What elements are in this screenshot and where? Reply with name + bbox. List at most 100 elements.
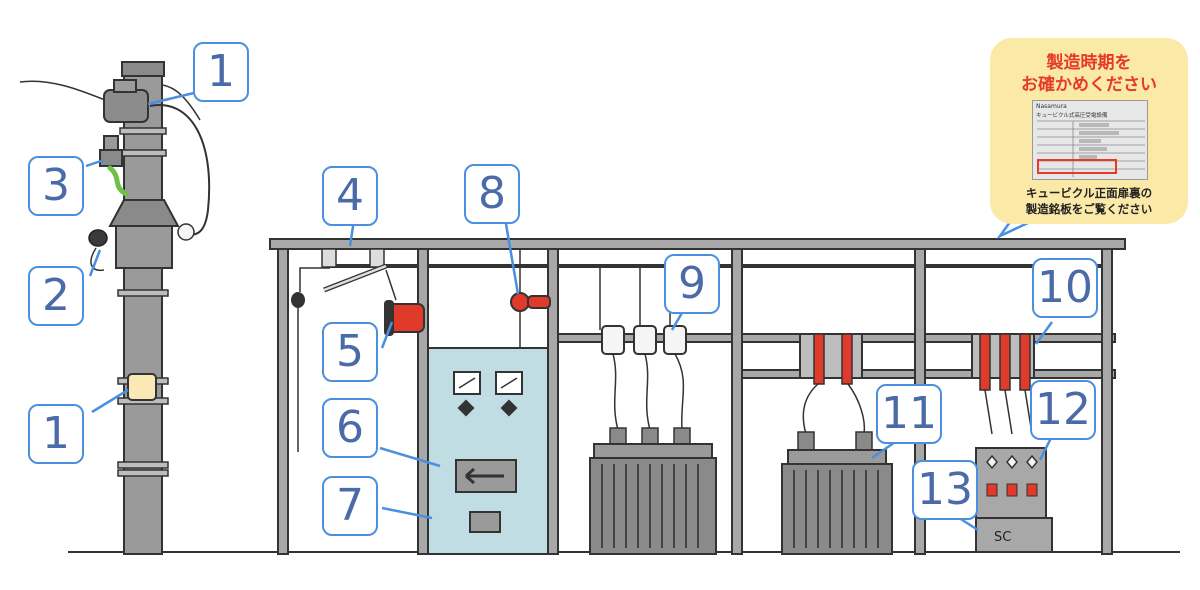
tr1-fins — [601, 464, 699, 548]
callout-5: 5 — [322, 322, 378, 382]
pole-bushing-right — [177, 223, 195, 241]
reactor-diamonds — [986, 454, 1038, 470]
arrester-lead — [299, 267, 330, 292]
vct-arm — [527, 295, 551, 309]
transformer-1-group — [589, 266, 717, 555]
lightning-arrester-top — [103, 135, 119, 151]
reactor-red-3 — [1026, 483, 1038, 497]
pole-fuse-cutout — [127, 373, 157, 401]
tr2-bushing-1 — [797, 431, 815, 451]
pole-band-7 — [117, 469, 169, 477]
callout-9: 9 — [664, 254, 720, 314]
breaker-drop-wire — [385, 269, 397, 301]
pointer-notice — [996, 220, 1031, 240]
pointer-7 — [381, 506, 433, 520]
callout-13: 13 — [912, 460, 978, 520]
notice-title-line1: 製造時期を — [1046, 53, 1132, 73]
tr1-lead-3 — [674, 353, 685, 431]
insulator-b — [369, 248, 385, 268]
pole-transformer-body — [115, 221, 173, 269]
meter-needle-left — [458, 377, 476, 389]
pole-band-6 — [117, 461, 169, 469]
cap-lead-1 — [984, 389, 993, 435]
callout-1-bottom: 1 — [28, 404, 84, 464]
pole-band-3 — [117, 289, 169, 297]
nameplate-brand: Nasamura — [1036, 103, 1067, 110]
frame-post-2 — [417, 248, 429, 555]
disconnector-blade-inner — [323, 264, 387, 292]
pole-body — [123, 63, 163, 555]
frame-post-6 — [1101, 248, 1113, 555]
capacitor-box — [975, 517, 1053, 553]
vct-ring — [510, 292, 530, 312]
frame-top-beam — [269, 238, 1126, 250]
tr2-body — [781, 463, 893, 555]
frame-post-1 — [277, 248, 289, 555]
reactor-red-1 — [986, 483, 998, 497]
tr1-lead-1 — [612, 353, 619, 431]
tr1-body — [589, 457, 717, 555]
cap-switch-2 — [999, 333, 1011, 391]
pole-switch-top — [113, 79, 137, 93]
tr1-top — [593, 443, 713, 459]
notice-caption-line1: キュービクル正面扉裏の — [1025, 186, 1153, 200]
tr2-lead-2 — [847, 383, 866, 435]
reactor-red-2 — [1006, 483, 1018, 497]
frame-post-3 — [547, 248, 559, 555]
tr2-fins — [793, 470, 879, 548]
pointer-2 — [88, 249, 102, 277]
callout-10: 10 — [1032, 258, 1098, 318]
fuse-holder-1 — [601, 325, 625, 355]
pointer-1-bottom — [91, 388, 129, 414]
pointer-1-top — [147, 90, 199, 106]
frame-post-4 — [731, 248, 743, 555]
meter-needle-right — [500, 377, 518, 389]
callout-11: 11 — [876, 384, 942, 444]
cap-switch-3 — [1019, 333, 1031, 391]
pole-transformer-top — [108, 199, 180, 227]
callout-1-top: 1 — [193, 42, 249, 102]
pointer-3 — [85, 158, 105, 168]
pole-switch-cable — [149, 104, 211, 236]
callout-7: 7 — [322, 476, 378, 536]
frame-mid-beam-lower — [739, 369, 1116, 379]
overhead-line-left — [19, 80, 106, 101]
cap-switch-1 — [979, 333, 991, 391]
switch-knob-left — [457, 399, 475, 417]
arrester-left — [291, 292, 305, 308]
manufacture-date-highlight — [1037, 159, 1117, 174]
pointer-10 — [1034, 321, 1054, 345]
notice-title-line2: お確かめください — [1021, 75, 1157, 95]
callout-4: 4 — [322, 166, 378, 226]
callout-12: 12 — [1030, 380, 1096, 440]
pole-switch-body — [103, 89, 149, 123]
callout-3: 3 — [28, 156, 84, 216]
lightning-arrester-box — [99, 149, 123, 167]
cap-lead-2 — [1004, 389, 1013, 435]
capacitor-label: SC — [994, 530, 1011, 545]
fuse-holder-2 — [633, 325, 657, 355]
pointer-6 — [379, 446, 441, 468]
ground-wire-green — [107, 165, 129, 197]
pole-band-1 — [119, 127, 167, 135]
vct-device — [510, 249, 551, 348]
notice-caption-line2: 製造銘板をご覧ください — [1025, 202, 1153, 216]
disconnector-assembly — [291, 248, 425, 452]
nameplate-title: キュービクル式高圧受電設備 — [1036, 113, 1108, 119]
pole-band-2 — [119, 149, 167, 157]
pointer-12 — [1038, 435, 1054, 461]
tr2-top — [787, 449, 887, 465]
manufacture-date-notice: 製造時期を お確かめください Nasamura キュービクル式高圧受電設備 — [990, 38, 1188, 224]
notice-caption: キュービクル正面扉裏の 製造銘板をご覧ください — [990, 185, 1188, 217]
tr2-lead-1 — [802, 383, 819, 435]
tr2-switch-1 — [813, 333, 825, 385]
pole-lead-wire — [90, 247, 105, 272]
pointer-8 — [504, 223, 520, 295]
nameplate-image: Nasamura キュービクル式高圧受電設備 — [1032, 100, 1148, 180]
utility-pole — [19, 61, 211, 555]
tr1-lead-2 — [644, 353, 651, 431]
pole-bushing-left — [88, 229, 108, 247]
nameplate-rows — [1037, 120, 1145, 177]
